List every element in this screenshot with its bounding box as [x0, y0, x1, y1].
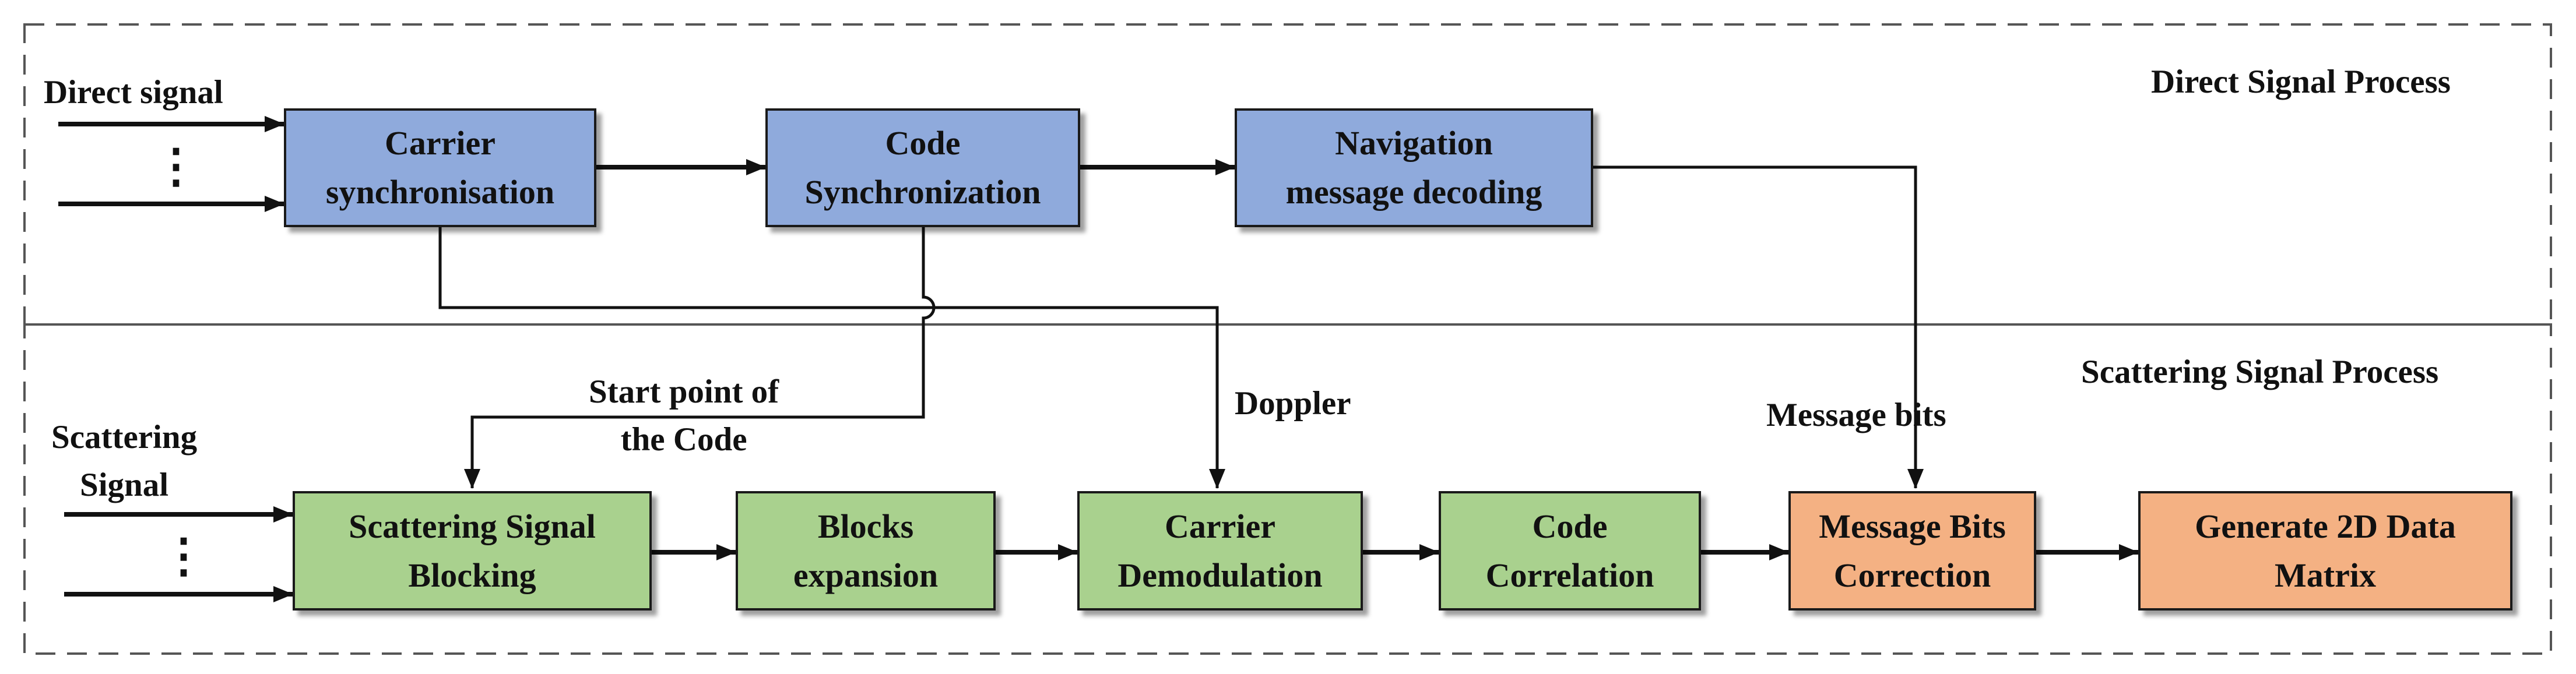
code-synchronization-block: Code Synchronization [765, 108, 1080, 227]
code-synchronization-line2: Synchronization [804, 173, 1041, 211]
scatter-input-ellipsis: ⋮ [160, 531, 207, 582]
scattering-signal-blocking-block: Scattering Signal Blocking [293, 491, 652, 611]
direct-input-ellipsis: ⋮ [153, 141, 199, 192]
scatter-input-label-line2: Signal [80, 467, 169, 503]
message-bits-correction-line1: Message Bits [1819, 507, 2006, 545]
message-bits-connector [1593, 165, 1924, 489]
message-bits-label: Message bits [1766, 397, 1946, 433]
carrier-demodulation-line2: Demodulation [1117, 556, 1323, 594]
generate-2d-data-matrix-line2: Matrix [2275, 556, 2376, 594]
carrier-demodulation-line1: Carrier [1165, 507, 1275, 545]
doppler-label: Doppler [1235, 385, 1351, 422]
generate-2d-data-matrix-line1: Generate 2D Data [2195, 507, 2456, 545]
carrier-synchronisation-line1: Carrier [385, 124, 495, 162]
direct-region-title: Direct Signal Process [2151, 63, 2451, 100]
start-point-label: Start point of the Code [589, 368, 779, 464]
navigation-decoding-block: Navigation message decoding [1235, 108, 1593, 227]
code-correlation-block: Code Correlation [1439, 491, 1701, 611]
code-synchronization-line1: Code [885, 124, 961, 162]
scatter-region-border [23, 323, 2552, 655]
generate-2d-data-matrix-block: Generate 2D Data Matrix [2138, 491, 2512, 611]
scattering-signal-blocking-line1: Scattering Signal [349, 507, 596, 545]
blocks-expansion-line2: expansion [793, 556, 939, 594]
code-correlation-line1: Code [1532, 507, 1608, 545]
scatter-region-title: Scattering Signal Process [2081, 354, 2439, 390]
scattering-signal-blocking-line2: Blocking [408, 556, 536, 594]
code-correlation-line2: Correlation [1485, 556, 1654, 594]
start-point-label-line2: the Code [620, 421, 747, 458]
navigation-decoding-line2: message decoding [1285, 173, 1542, 211]
message-bits-correction-block: Message Bits Correction [1788, 491, 2036, 611]
start-point-label-line1: Start point of [589, 373, 779, 410]
carrier-demodulation-block: Carrier Demodulation [1077, 491, 1363, 611]
blocks-expansion-block: Blocks expansion [736, 491, 996, 611]
start-point-connector [464, 227, 936, 489]
scatter-input-label-line1: Scattering [51, 419, 198, 456]
direct-input-label: Direct signal [44, 74, 223, 111]
navigation-decoding-line1: Navigation [1335, 124, 1493, 162]
blocks-expansion-line1: Blocks [817, 507, 914, 545]
message-bits-correction-line2: Correction [1833, 556, 1991, 594]
doppler-connector [438, 227, 1225, 489]
carrier-synchronisation-line2: synchronisation [325, 173, 555, 211]
carrier-synchronisation-block: Carrier synchronisation [284, 108, 596, 227]
direct-region-border [23, 23, 2552, 326]
scatter-input-label: Scattering Signal [51, 414, 197, 509]
